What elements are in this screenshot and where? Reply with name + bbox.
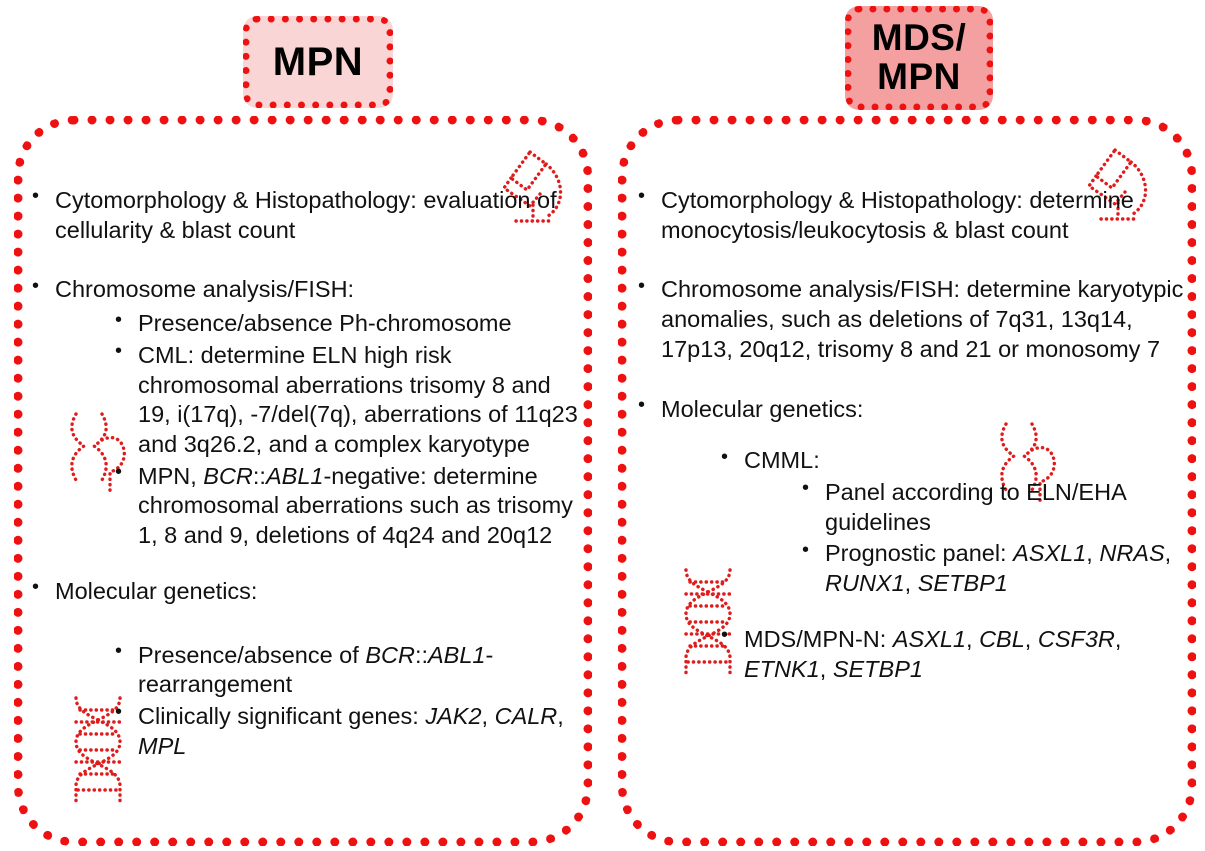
mds-mpn-header-line-2: MPN bbox=[877, 56, 961, 97]
gene-separator: , bbox=[1164, 540, 1172, 567]
gene-name: ASXL1 bbox=[892, 625, 966, 652]
gene-name: CSF3R bbox=[1037, 625, 1115, 652]
gene-name: NRAS bbox=[1099, 540, 1165, 567]
gene-separator: , bbox=[966, 625, 980, 652]
mds-mpn-header-line-1: MDS/ bbox=[871, 17, 967, 59]
gene-name: ASXL1 bbox=[1013, 540, 1087, 567]
mds-mpn-content: Cytomorphology & Histopathology: determi… bbox=[634, 184, 1186, 710]
gene-separator: , bbox=[1086, 540, 1100, 567]
bullet-text-post: -negative: determine chromosomal aberrat… bbox=[138, 462, 573, 549]
gene-name: SETBP1 bbox=[832, 655, 923, 682]
bullet-text-pre: MDS/MPN-N: bbox=[744, 625, 893, 652]
list-item: Prognostic panel: ASXL1, NRAS, RUNX1, SE… bbox=[798, 538, 1186, 598]
gene-name: CALR bbox=[494, 703, 558, 730]
gene-separator: , bbox=[819, 655, 833, 682]
gene-name: JAK2 bbox=[425, 703, 482, 730]
list-item: CML: determine ELN high risk chromosomal… bbox=[111, 339, 580, 460]
list-item: MDS/MPN-N: ASXL1, CBL, CSF3R, ETNK1, SET… bbox=[717, 623, 1186, 684]
gene-separator: , bbox=[1114, 625, 1122, 652]
gene-name: BCR bbox=[203, 462, 253, 489]
list-item: Cytomorphology & Histopathology: determi… bbox=[634, 184, 1186, 245]
mds-mpn-panel-border bbox=[618, 116, 1196, 846]
bullet-text: Chromosome analysis/FISH: bbox=[55, 276, 355, 303]
mds-mpn-header-label-wrap: MDS/ MPN bbox=[871, 17, 967, 97]
list-item: MPN, BCR::ABL1-negative: determine chrom… bbox=[111, 460, 580, 551]
mds-mpn-molecular-sublist: CMML: Panel according to ELN/EHA guideli… bbox=[717, 445, 1186, 684]
gene-separator: :: bbox=[414, 641, 428, 668]
bullet-text: CML: determine ELN high risk chromosomal… bbox=[138, 341, 578, 458]
gene-name: CBL bbox=[979, 625, 1025, 652]
list-item: Clinically significant genes: JAK2, CALR… bbox=[111, 700, 580, 761]
bullet-text-pre: MPN, bbox=[138, 462, 204, 489]
mpn-content: Cytomorphology & Histopathology: evaluat… bbox=[28, 184, 580, 772]
bullet-text: Presence/absence Ph-chromosome bbox=[138, 310, 512, 337]
list-item: Presence/absence Ph-chromosome bbox=[111, 308, 580, 339]
list-item: Cytomorphology & Histopathology: evaluat… bbox=[28, 184, 580, 245]
gene-name: MPL bbox=[138, 732, 187, 759]
list-item: CMML: Panel according to ELN/EHA guideli… bbox=[717, 445, 1186, 599]
gene-separator: , bbox=[1024, 625, 1038, 652]
bullet-text: CMML: bbox=[744, 447, 820, 474]
bullet-text: Cytomorphology & Histopathology: evaluat… bbox=[55, 187, 557, 243]
gene-name: ABL1 bbox=[428, 641, 486, 668]
gene-name: ABL1 bbox=[265, 462, 324, 489]
bullet-text-post: -rearrangement bbox=[138, 641, 494, 698]
bullet-text-pre: Prognostic panel: bbox=[825, 540, 1014, 567]
gene-name: BCR bbox=[365, 641, 415, 668]
list-item: Molecular genetics: CMML: Panel accordin… bbox=[634, 393, 1186, 685]
bullet-text: Molecular genetics: bbox=[661, 395, 864, 422]
list-item: Molecular genetics: Presence/absence of … bbox=[28, 575, 580, 762]
gene-separator: , bbox=[557, 703, 564, 730]
gene-name: ETNK1 bbox=[744, 655, 820, 682]
list-item: Chromosome analysis/FISH: determine kary… bbox=[634, 274, 1186, 364]
gene-separator: , bbox=[904, 570, 918, 597]
bullet-text: Panel according to ELN/EHA guidelines bbox=[825, 479, 1126, 535]
mpn-panel-border bbox=[14, 116, 592, 846]
bullet-text: Chromosome analysis/FISH: determine kary… bbox=[661, 276, 1184, 362]
gene-name: RUNX1 bbox=[825, 570, 905, 597]
list-item: Panel according to ELN/EHA guidelines bbox=[798, 476, 1186, 537]
mpn-header-chip: MPN bbox=[243, 16, 393, 108]
gene-separator: :: bbox=[252, 462, 266, 489]
bullet-text-pre: Presence/absence of bbox=[138, 641, 366, 668]
bullet-text: Molecular genetics: bbox=[55, 577, 258, 604]
mpn-bullet-list: Cytomorphology & Histopathology: evaluat… bbox=[28, 184, 580, 762]
bullet-text-pre: Clinically significant genes: bbox=[138, 703, 426, 730]
mds-mpn-bullet-list: Cytomorphology & Histopathology: determi… bbox=[634, 184, 1186, 685]
gene-separator: , bbox=[481, 703, 495, 730]
cmml-sublist: Panel according to ELN/EHA guidelines Pr… bbox=[798, 476, 1186, 599]
mds-mpn-header-chip: MDS/ MPN bbox=[845, 6, 993, 110]
mpn-chromosome-sublist: Presence/absence Ph-chromosome CML: dete… bbox=[111, 308, 580, 551]
mpn-header-label: MPN bbox=[272, 40, 364, 84]
list-item: Chromosome analysis/FISH: Presence/absen… bbox=[28, 274, 580, 551]
list-item: Presence/absence of BCR::ABL1-rearrangem… bbox=[111, 639, 580, 700]
bullet-text: Cytomorphology & Histopathology: determi… bbox=[661, 187, 1134, 243]
gene-name: SETBP1 bbox=[917, 570, 1008, 597]
mpn-molecular-sublist: Presence/absence of BCR::ABL1-rearrangem… bbox=[111, 639, 580, 762]
